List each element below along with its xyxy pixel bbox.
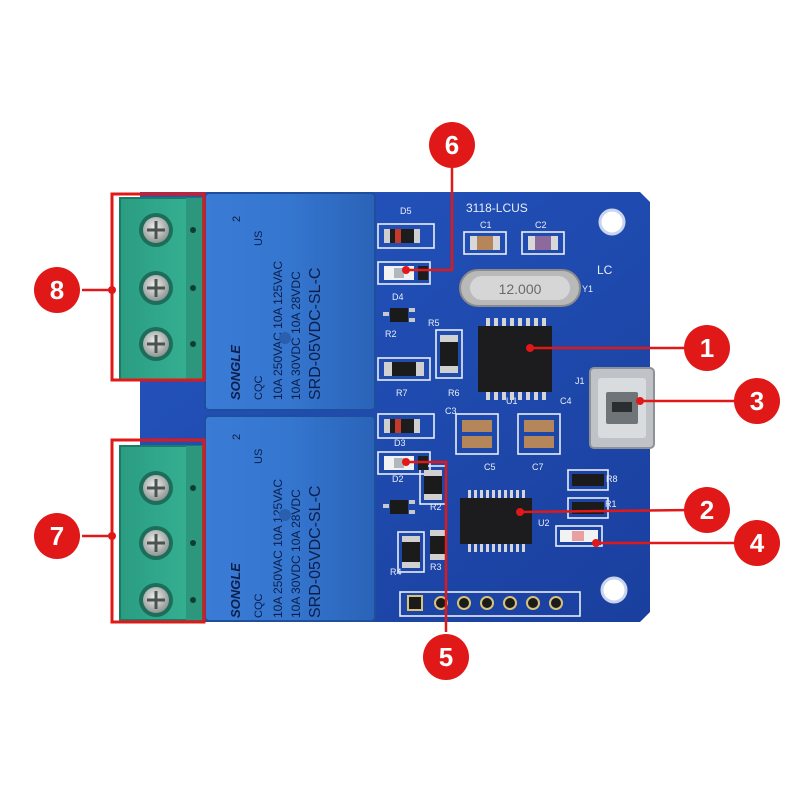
relay-pin-mark: 2 [231,434,243,440]
relay-brand: SONGLE [228,345,243,400]
relay-top: SRD-05VDC-SL-C 10A 30VDC 10A 28VDC 10A 2… [204,192,376,411]
board-model-label: 3118-LCUS [466,201,528,215]
callout-badge-8: 8 [34,267,80,313]
silk-r8: R8 [606,474,618,484]
relay-bottom: SRD-05VDC-SL-C 10A 30VDC 10A 28VDC 10A 2… [204,415,376,622]
screw-icon [139,213,173,247]
silk-c3: C3 [445,406,457,416]
microcontroller-chip [460,490,532,552]
silk-c1: C1 [480,220,492,230]
silk-c7: C7 [532,462,544,472]
relay-dot [279,509,291,521]
relay-cert: CQC [253,376,265,401]
silk-d5: D5 [400,206,412,216]
leader-dots [108,266,644,547]
relay-us-mark: US [253,449,265,464]
callout-number: 8 [50,275,64,305]
callout-badge-7: 7 [34,513,80,559]
silk-d2: D2 [392,474,404,484]
terminal-block-bottom [119,445,203,621]
mounting-hole [598,208,626,236]
relay-us-mark: US [253,231,265,246]
smd-components [383,229,604,568]
callout-number: 7 [50,521,64,551]
silk-j1: J1 [575,376,585,386]
silk-r3: R3 [430,562,442,572]
silk-r1: R1 [605,499,617,509]
callout-badge-3: 3 [734,378,780,424]
relay-brand: SONGLE [228,563,243,618]
usb-controller-chip [478,318,552,400]
callout-number: 2 [700,495,714,525]
silk-u1: U1 [506,396,518,406]
terminal-block-top [119,197,203,381]
callout-number: 6 [445,130,459,160]
callout-badge-1: 1 [684,325,730,371]
screw-icon [139,327,173,361]
relay-rating-2: 10A 30VDC 10A 28VDC [289,489,303,618]
silk-d4: D4 [392,292,404,302]
screw-icon [139,526,173,560]
crystal-label: 12.000 [499,281,542,297]
callout-badge-2: 2 [684,487,730,533]
relay-rating-1: 10A 250VAC 10A 125VAC [271,479,285,618]
silk-r2: R2 [430,502,442,512]
silk-y1: Y1 [582,284,593,294]
relay-model: SRD-05VDC-SL-C [307,268,324,400]
callout-number: 3 [750,386,764,416]
silk-c5: C5 [484,462,496,472]
silk-r7: R7 [396,388,408,398]
silk-r5: R5 [428,318,440,328]
silk-r6: R6 [448,388,460,398]
silk-lc: LC [597,263,613,277]
crystal-oscillator: 12.000 [459,269,581,307]
callout-number: 4 [750,528,765,558]
silk-c2: C2 [535,220,547,230]
relay-model: SRD-05VDC-SL-C [307,486,324,618]
header-pins [399,591,581,617]
silk-r4: R4 [390,567,402,577]
silk-c4: C4 [560,396,572,406]
relay-dot [279,332,291,344]
screw-icon [139,271,173,305]
component-outlines [377,223,609,573]
callout-badge-4: 4 [734,520,780,566]
callout-badge-5: 5 [423,634,469,680]
silk-u2: U2 [538,518,550,528]
mounting-hole [600,576,628,604]
relay-cert: CQC [253,594,265,619]
screw-icon [139,471,173,505]
screw-icon [139,583,173,617]
callout-badge-6: 6 [429,122,475,168]
highlight-box-7 [110,438,206,624]
silk-r2a: R2 [385,329,397,339]
leader-lines [82,168,738,632]
relay-rating-2: 10A 30VDC 10A 28VDC [289,271,303,400]
micro-usb-port [589,367,655,449]
callout-number: 1 [700,333,714,363]
silk-d3: D3 [394,438,406,448]
relay-rating-1: 10A 250VAC 10A 125VAC [271,261,285,400]
relay-pin-mark: 2 [231,216,243,222]
callout-number: 5 [439,642,453,672]
